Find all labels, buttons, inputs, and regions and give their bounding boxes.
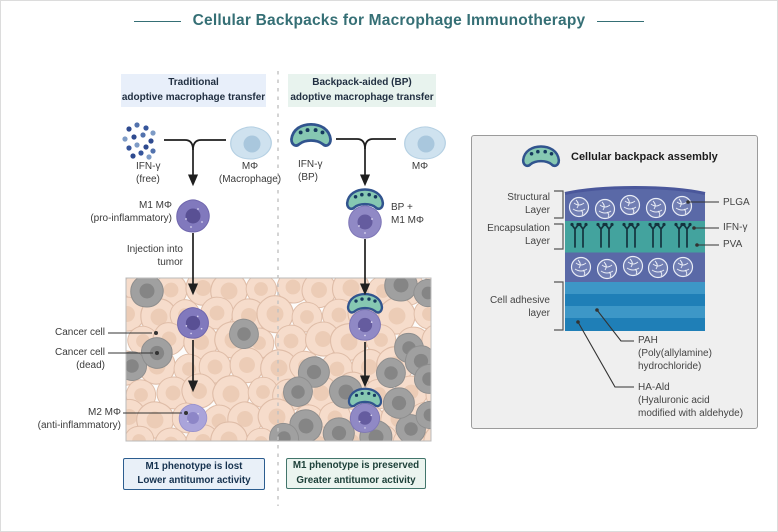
ifn-free-dots-icon: [122, 122, 156, 160]
ifn-bp-label: IFN-γ (BP): [298, 159, 323, 183]
ha-ald-label: HA-Ald (Hyaluronic acid modified with al…: [638, 382, 744, 419]
m1-macrophage-in-tumor: [178, 308, 209, 339]
m2-macrophage-in-tumor: [179, 404, 207, 431]
figure-title: Cellular Backpacks for Macrophage Immuno…: [192, 12, 586, 29]
backpack-assembly-icon: [521, 145, 561, 168]
macrophage-label-bp: MΦ: [411, 161, 429, 172]
backpack-layer-stack: [564, 186, 706, 331]
outcome-backpack: M1 phenotype is preserved Greater antitu…: [286, 458, 426, 489]
figure-title-row: Cellular Backpacks for Macrophage Immuno…: [1, 12, 777, 30]
merge-arrow-traditional: [164, 139, 226, 187]
macrophage-label-traditional: MΦ (Macrophage): [218, 161, 282, 185]
title-rule-left: [133, 20, 181, 22]
outcome-traditional: M1 phenotype is lost Lower antitumor act…: [123, 458, 265, 490]
bp-m1-macrophage-icon: [347, 189, 383, 238]
tumor-tissue: [126, 278, 431, 441]
structural-layer-label: Structural Layer: [507, 192, 550, 216]
ifn-free-label: IFN-γ (free): [136, 161, 161, 185]
macrophage-icon-bp: [405, 127, 446, 159]
cell-adhesive-layer-label: Cell adhesive layer: [489, 295, 550, 319]
dead-cancer-cell-label: Cancer cell (dead): [54, 347, 105, 371]
injection-into-tumor-label: Injection into tumor: [126, 244, 183, 268]
header-backpack-transfer: Backpack-aided (BP) adoptive macrophage …: [288, 74, 436, 107]
pva-label: PVA: [723, 239, 743, 250]
ifn-backpack-icon: [290, 122, 332, 147]
m1-macrophage-label: M1 MΦ (pro-inflammatory): [90, 200, 172, 224]
macrophage-icon-traditional: [231, 127, 272, 159]
layer-brackets: [554, 190, 564, 331]
bp-macrophage-in-tumor-bottom: [349, 389, 381, 433]
m2-macrophage-label: M2 MΦ (anti-inflammatory): [37, 407, 121, 431]
assembly-panel-title: Cellular backpack assembly: [571, 151, 718, 163]
ifn-gamma-label: IFN-γ: [723, 222, 748, 233]
cancer-cell-label: Cancer cell: [54, 327, 105, 338]
m1-macrophage-icon: [177, 200, 210, 232]
pah-label: PAH (Poly(allylamine) hydrochloride): [638, 335, 712, 372]
tumor-label-leaders: [108, 331, 188, 415]
bp-m1-label: BP + M1 MΦ: [391, 202, 424, 226]
assembly-label-leaders: [576, 200, 719, 388]
title-rule-right: [597, 20, 645, 22]
header-traditional-transfer: Traditional adoptive macrophage transfer: [121, 74, 266, 107]
plga-label: PLGA: [723, 197, 750, 208]
bp-macrophage-in-tumor-top: [348, 294, 382, 340]
merge-arrow-bp: [336, 138, 396, 187]
encapsulation-layer-label: Encapsulation Layer: [487, 223, 550, 247]
